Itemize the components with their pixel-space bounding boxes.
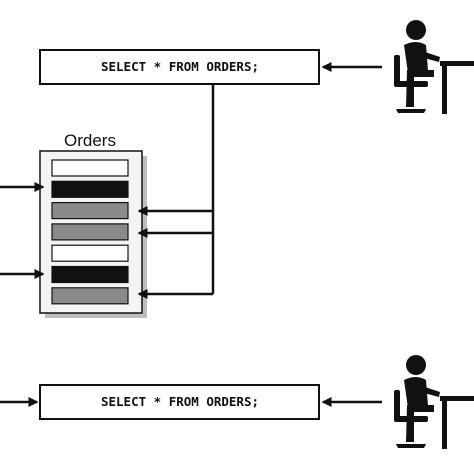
table-row-read bbox=[51, 223, 129, 241]
orders-table: Orders bbox=[39, 131, 147, 318]
lock-arrows bbox=[0, 182, 45, 279]
table-row-locked bbox=[51, 265, 129, 284]
query-text-top: SELECT * FROM ORDERS; bbox=[101, 59, 259, 74]
query-box-top: SELECT * FROM ORDERS; bbox=[39, 49, 320, 85]
table-row-empty bbox=[51, 159, 129, 177]
user-at-desk-icon bbox=[394, 355, 474, 449]
read-connector bbox=[137, 84, 215, 299]
user-arrows bbox=[0, 62, 382, 407]
table-row-empty bbox=[51, 244, 129, 262]
table-row-read bbox=[51, 287, 129, 305]
query-text-bottom: SELECT * FROM ORDERS; bbox=[101, 394, 259, 409]
user-at-desk-icon bbox=[394, 20, 474, 114]
table-row-locked bbox=[51, 180, 129, 198]
table-title: Orders bbox=[64, 131, 116, 150]
table-rows bbox=[51, 159, 129, 305]
table-row-read bbox=[51, 202, 129, 220]
query-box-bottom: SELECT * FROM ORDERS; bbox=[39, 384, 320, 420]
